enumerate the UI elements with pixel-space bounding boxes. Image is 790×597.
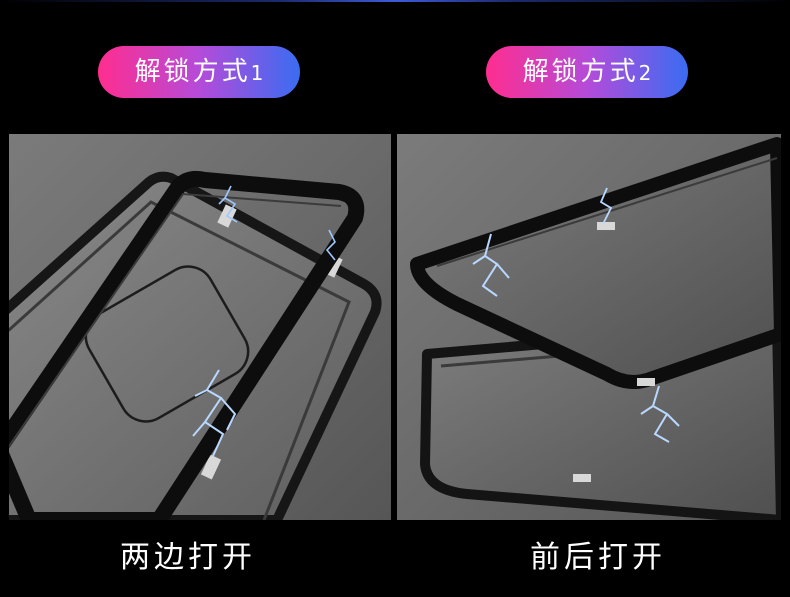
lightning-bolt-icon [640,385,680,443]
lower-frame [420,319,781,520]
side-opening-illustration [9,170,382,520]
magnet-top [597,222,615,230]
lightning-bolt-icon [599,187,613,225]
side-opening-photo [9,134,391,520]
front-frame [9,170,365,520]
back-frame [9,171,382,520]
front-back-opening-photo [397,134,781,520]
upper-rim [436,157,778,267]
front-back-opening-illustration [410,137,781,520]
lightning-bolt-icon [472,233,510,297]
magnet-bottom [573,474,591,482]
unlock-method-2-number: 2 [638,61,652,85]
inner-rim [9,200,351,520]
unlock-method-2-badge: 解锁方式2 [486,46,688,98]
lightning-bolt-icon [218,185,238,223]
lightning-bolt-icon [325,229,336,261]
unlock-method-2-title: 解锁方式 [522,57,639,87]
unlock-method-1-badge: 解锁方式1 [98,46,300,98]
front-frame-highlight [9,192,342,448]
top-accent-line [0,0,790,2]
magnet-middle [637,378,655,386]
side-opening-caption: 两边打开 [120,540,256,575]
front-back-opening-caption: 前后打开 [530,540,666,575]
unlock-method-1-number: 1 [250,61,264,85]
magnet-bottom [200,454,222,480]
lightning-bolt-icon [192,369,237,457]
unlock-method-1-title: 解锁方式 [134,57,251,87]
